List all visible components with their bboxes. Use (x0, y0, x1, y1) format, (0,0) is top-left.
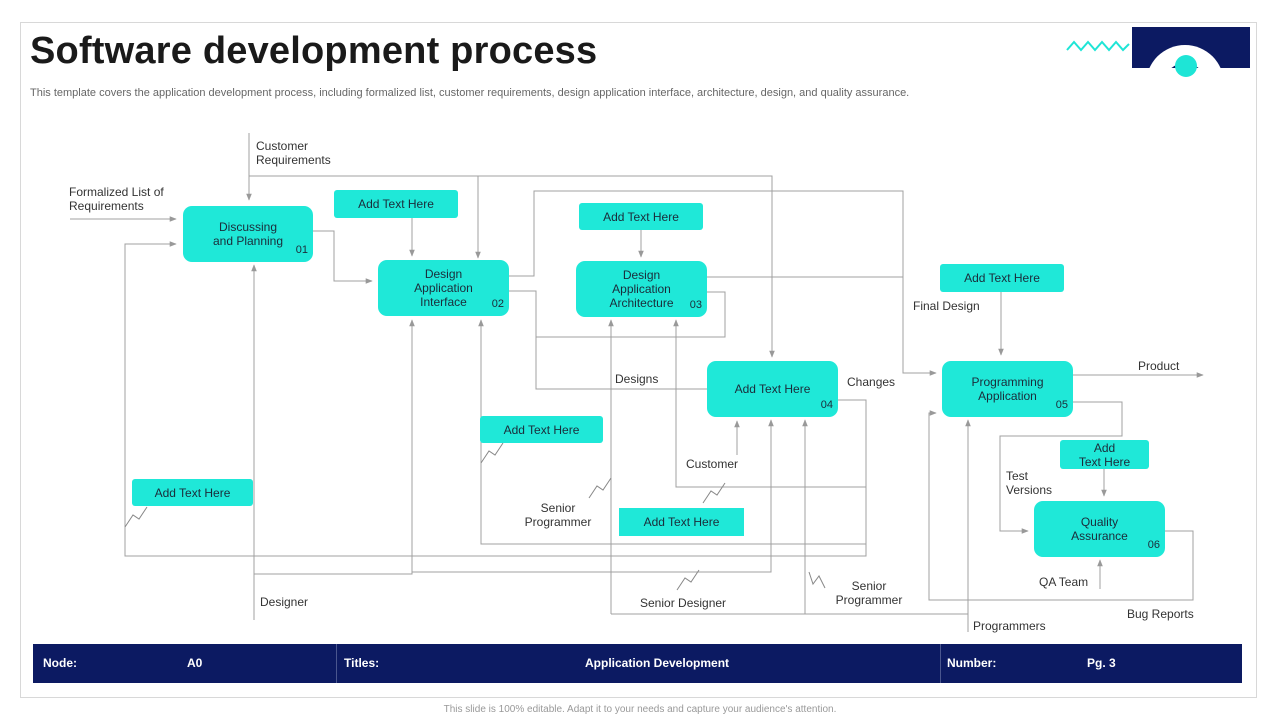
node-label: Node: (43, 656, 77, 670)
text-box-control-06[interactable]: Add Text Here (1060, 440, 1149, 469)
process-box-number: 06 (1147, 539, 1160, 551)
page-subtitle: This template covers the application dev… (30, 87, 910, 99)
label-senior-programmer-right: Senior Programmer (835, 579, 903, 607)
logo-dot-icon (1175, 55, 1197, 77)
titles-label: Titles: (344, 656, 380, 670)
slide-frame (20, 22, 1257, 698)
label-designs: Designs (615, 372, 659, 386)
titles-value: Application Development (585, 656, 730, 670)
slide-caption: This slide is 100% editable. Adapt it to… (443, 704, 837, 715)
process-box-quality-assurance[interactable]: Quality Assurance 06 (1034, 501, 1165, 557)
info-bar: Node: A0 Titles: Application Development… (33, 644, 1242, 683)
text-box-control-03[interactable]: Add Text Here (579, 203, 703, 230)
process-box-label: Design Application Interface (414, 267, 473, 309)
text-box-resource-bottom[interactable]: Add Text Here (619, 508, 744, 536)
process-box-programming[interactable]: Programming Application 05 (942, 361, 1073, 417)
text-box-label: Add Text Here (603, 209, 679, 224)
label-test-versions: Test Versions (1006, 469, 1053, 497)
process-box-label: Add Text Here (734, 382, 811, 396)
zigzag-decoration-icon (1066, 40, 1130, 52)
text-box-control-02[interactable]: Add Text Here (334, 190, 458, 218)
process-box-label: Quality Assurance (1071, 515, 1128, 543)
page-title: Software development process (30, 30, 598, 72)
process-box-number: 05 (1055, 399, 1068, 411)
info-bar-divider (940, 644, 941, 683)
process-box-label: Discussing and Planning (212, 220, 284, 248)
text-box-resource-far-left[interactable]: Add Text Here (132, 479, 253, 506)
text-box-label: Add Text Here (503, 422, 580, 437)
text-box-label: Add Text Here (643, 515, 720, 529)
label-programmers: Programmers (973, 619, 1046, 633)
process-box-discussing-planning[interactable]: Discussing and Planning 01 (183, 206, 313, 262)
process-box-label: Programming Application (971, 375, 1044, 403)
label-senior-programmer-left: Senior Programmer (524, 501, 592, 529)
process-box-label: Design Application Architecture (609, 268, 674, 310)
label-designer: Designer (260, 595, 309, 609)
label-qa-team: QA Team (1039, 575, 1089, 589)
text-box-control-05[interactable]: Add Text Here (940, 264, 1064, 292)
label-product: Product (1138, 359, 1180, 373)
label-changes: Changes (847, 375, 896, 389)
label-customer-requirements: Customer Requirements (256, 139, 331, 167)
text-box-label: Add Text Here (358, 197, 434, 211)
process-box-04[interactable]: Add Text Here 04 (707, 361, 838, 417)
text-box-label: Add Text Here (964, 271, 1040, 285)
label-final-design: Final Design (913, 299, 980, 313)
label-senior-designer: Senior Designer (640, 596, 727, 610)
label-formalized-list: Formalized List of Requirements (69, 185, 164, 213)
number-label: Number: (947, 656, 997, 670)
process-box-design-architecture[interactable]: Design Application Architecture 03 (576, 261, 707, 317)
info-bar-divider (336, 644, 337, 683)
process-box-number: 02 (491, 298, 504, 310)
process-box-number: 01 (295, 244, 308, 256)
label-customer: Customer (686, 457, 739, 471)
number-value: Pg. 3 (1087, 656, 1116, 670)
process-box-number: 04 (820, 399, 833, 411)
label-bug-reports: Bug Reports (1127, 607, 1194, 621)
text-box-resource-left[interactable]: Add Text Here (480, 416, 603, 443)
text-box-label: Add Text Here (154, 485, 231, 500)
process-box-design-interface[interactable]: Design Application Interface 02 (378, 260, 509, 316)
process-box-number: 03 (689, 299, 702, 311)
node-value: A0 (187, 656, 203, 670)
text-box-label: Add Text Here (1078, 440, 1131, 469)
